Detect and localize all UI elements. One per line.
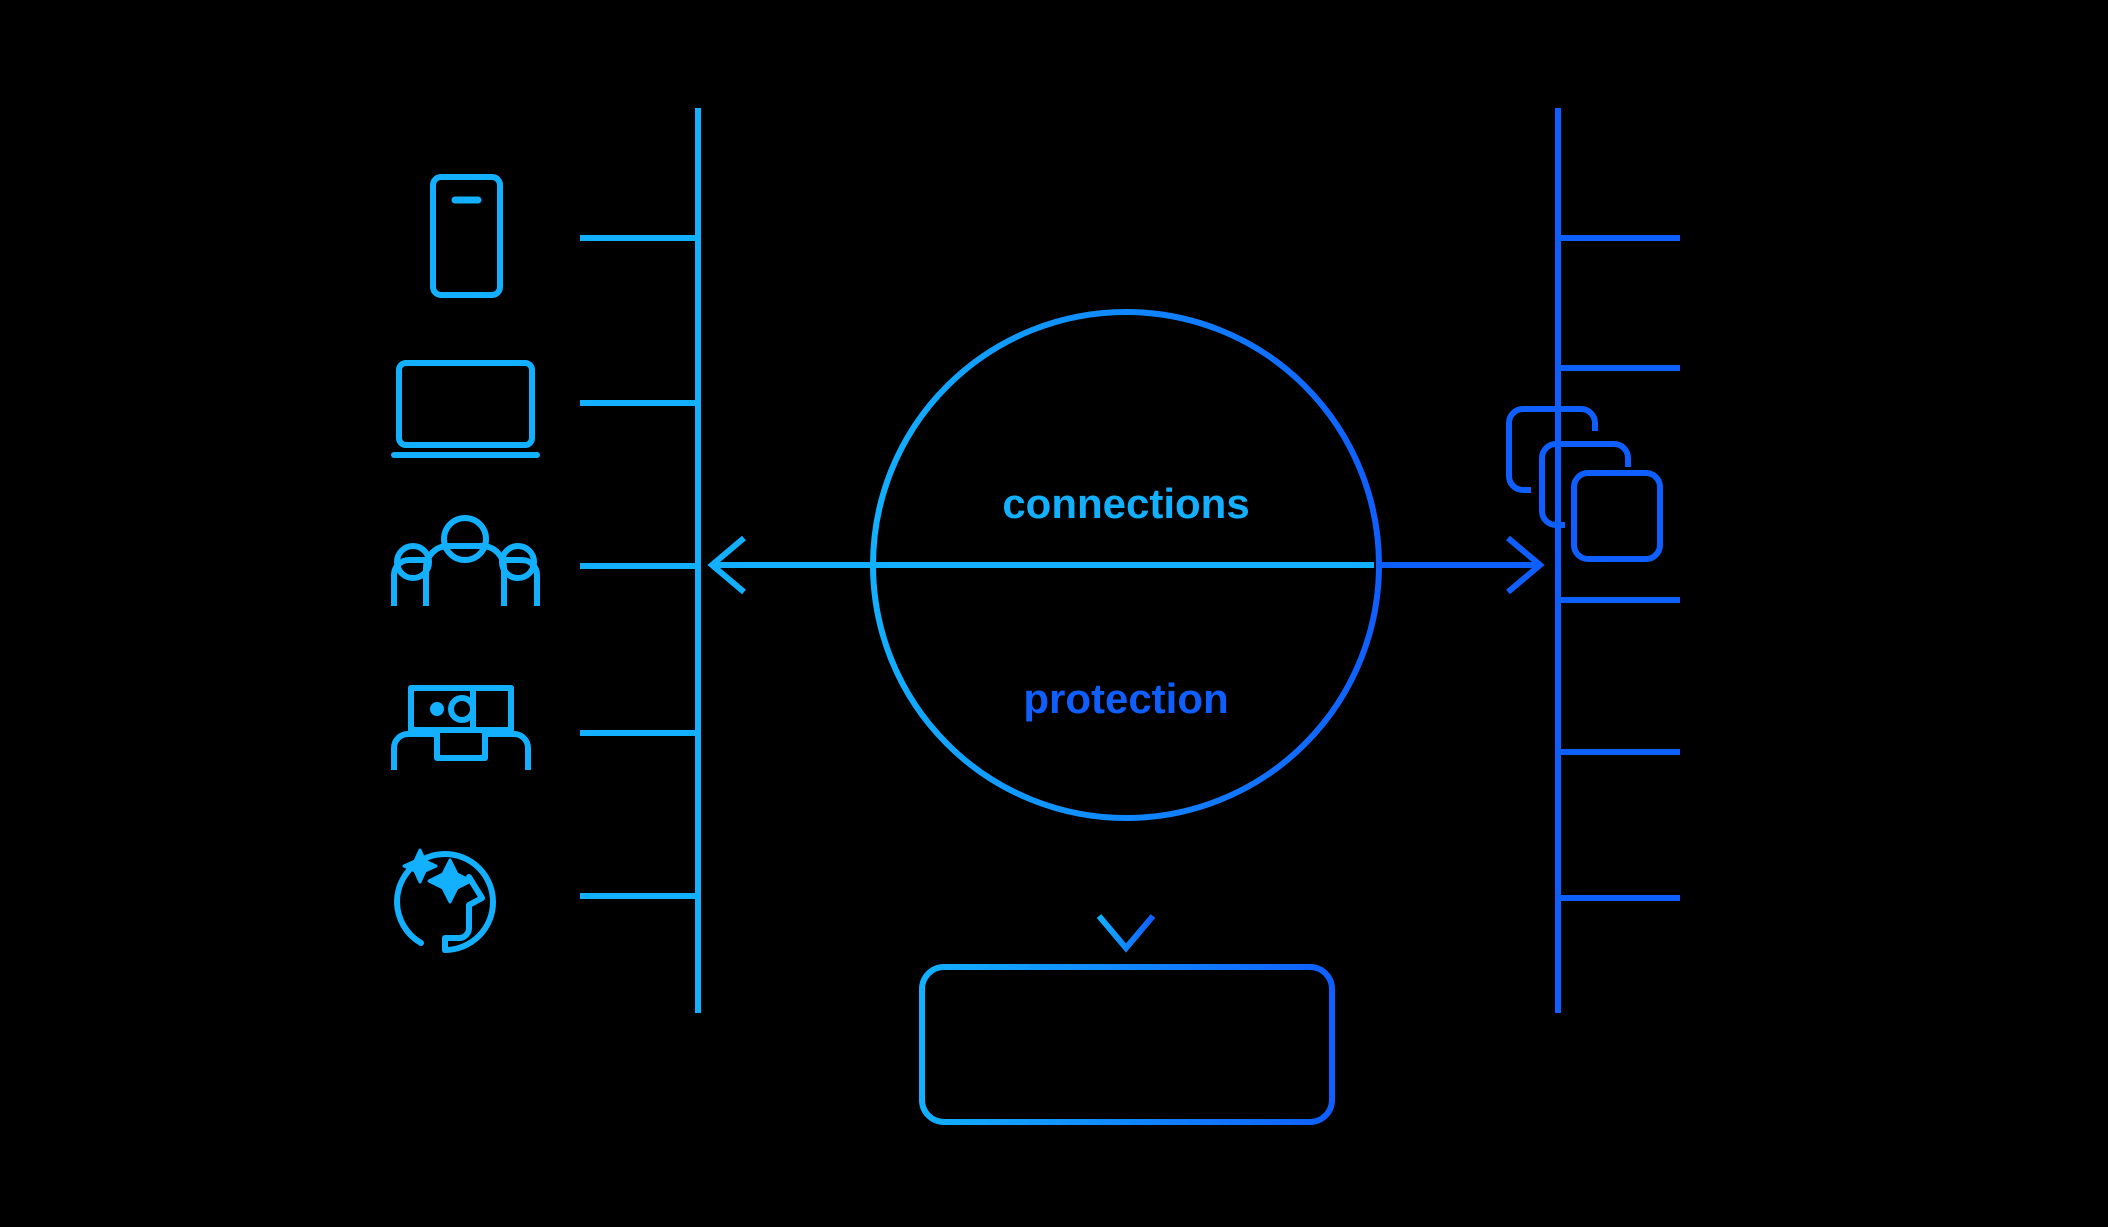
stacked-layers-back-icon [1506, 406, 1663, 562]
people-group-icon [391, 515, 540, 606]
video-conference-camera-icon [391, 685, 531, 770]
hub-to-endpoints-arrow [707, 535, 1374, 595]
hub-to-workloads-arrow [1376, 535, 1545, 595]
laptop-icon [391, 360, 540, 458]
ai-head-sparkle-icon [394, 848, 496, 953]
smartphone-icon [430, 174, 503, 298]
left-bus-group [580, 108, 701, 1013]
platform-box [919, 964, 1335, 1125]
right-bus-group [1555, 108, 1680, 1013]
hub-to-platform-arrow [1096, 818, 1156, 953]
